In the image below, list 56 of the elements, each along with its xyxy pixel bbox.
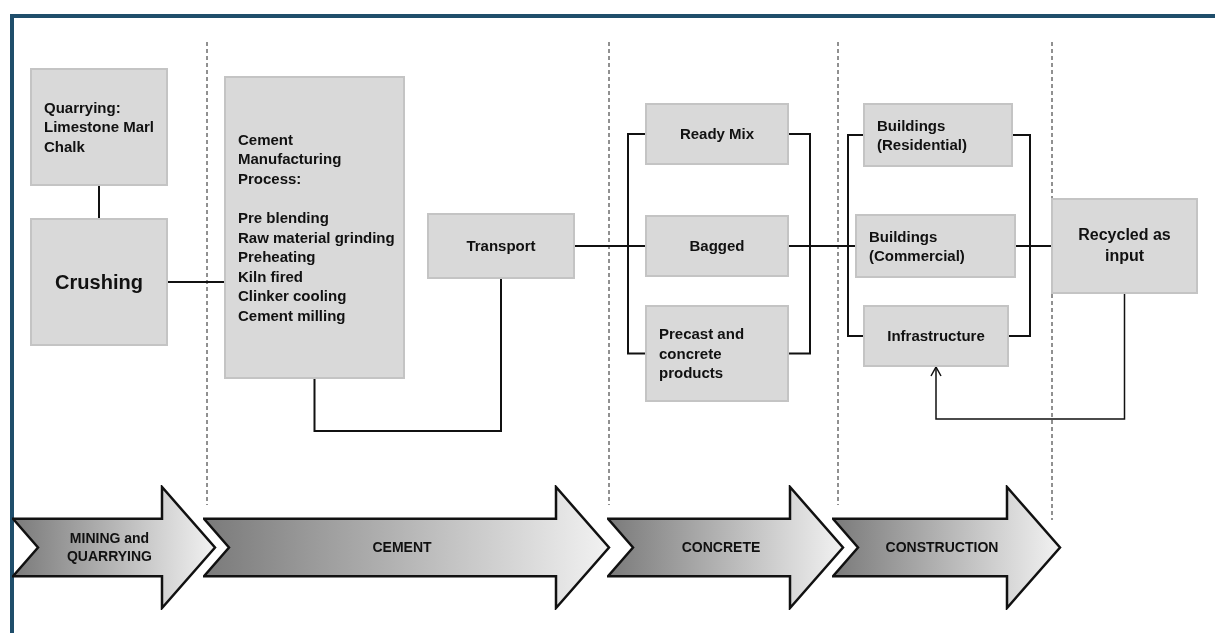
stage-label: CONCRETE [681, 538, 761, 557]
connector [1012, 134, 1031, 247]
box-label: Recycled as input [1077, 225, 1172, 266]
process-box [224, 76, 405, 379]
connector [930, 293, 1126, 420]
box-label: Precast and concrete products [659, 324, 746, 383]
connector [627, 245, 646, 247]
connector [574, 245, 629, 247]
process-box [855, 214, 1016, 278]
connector [98, 185, 100, 219]
box-label: Infrastructure [886, 326, 986, 346]
connector [847, 245, 864, 337]
process-box [1051, 198, 1198, 294]
connector [788, 133, 811, 247]
process-box [30, 218, 168, 346]
process-box [30, 68, 168, 186]
connector [167, 281, 225, 283]
connector [788, 245, 811, 355]
list-item: Clinker cooling [238, 286, 348, 306]
stage-banner [12, 485, 217, 610]
list-item: Pre blending [238, 208, 330, 228]
stage-banner [832, 485, 1062, 610]
connector [627, 133, 646, 247]
stage-label: MINING and QUARRYING [65, 530, 153, 565]
list-item: Raw material grinding [238, 227, 395, 248]
box-heading: Cement Manufacturing Process: [238, 129, 343, 189]
box-label: Buildings (Residential) [877, 115, 968, 155]
process-box [645, 215, 789, 277]
connector [847, 134, 864, 247]
stage-banner [203, 485, 611, 610]
box-label: Ready Mix [678, 124, 756, 144]
stage-label: CEMENT [372, 538, 432, 557]
process-box [427, 213, 575, 279]
connector [847, 245, 856, 247]
connector [1039, 245, 1052, 247]
list-item: Kiln fired [238, 266, 304, 287]
box-label: Buildings (Commercial) [869, 226, 966, 266]
list-item: Cement milling [238, 305, 347, 326]
stage-banner [607, 485, 845, 610]
process-box [863, 103, 1013, 167]
box-label: Crushing [54, 270, 144, 295]
box-label: Transport [465, 236, 537, 256]
connector [1015, 245, 1031, 247]
connector [788, 245, 811, 247]
box-label: Bagged [688, 236, 746, 256]
connector [1029, 245, 1041, 247]
process-box [645, 103, 789, 165]
process-box [645, 305, 789, 402]
connector [313, 278, 502, 432]
process-box [863, 305, 1009, 367]
stage-label: CONSTRUCTION [885, 538, 999, 557]
list-item: Preheating [238, 247, 317, 267]
connector [1008, 245, 1031, 337]
box-label: Quarrying: Limestone Marl Chalk [44, 97, 156, 157]
connector [627, 245, 646, 355]
connector [809, 245, 849, 247]
